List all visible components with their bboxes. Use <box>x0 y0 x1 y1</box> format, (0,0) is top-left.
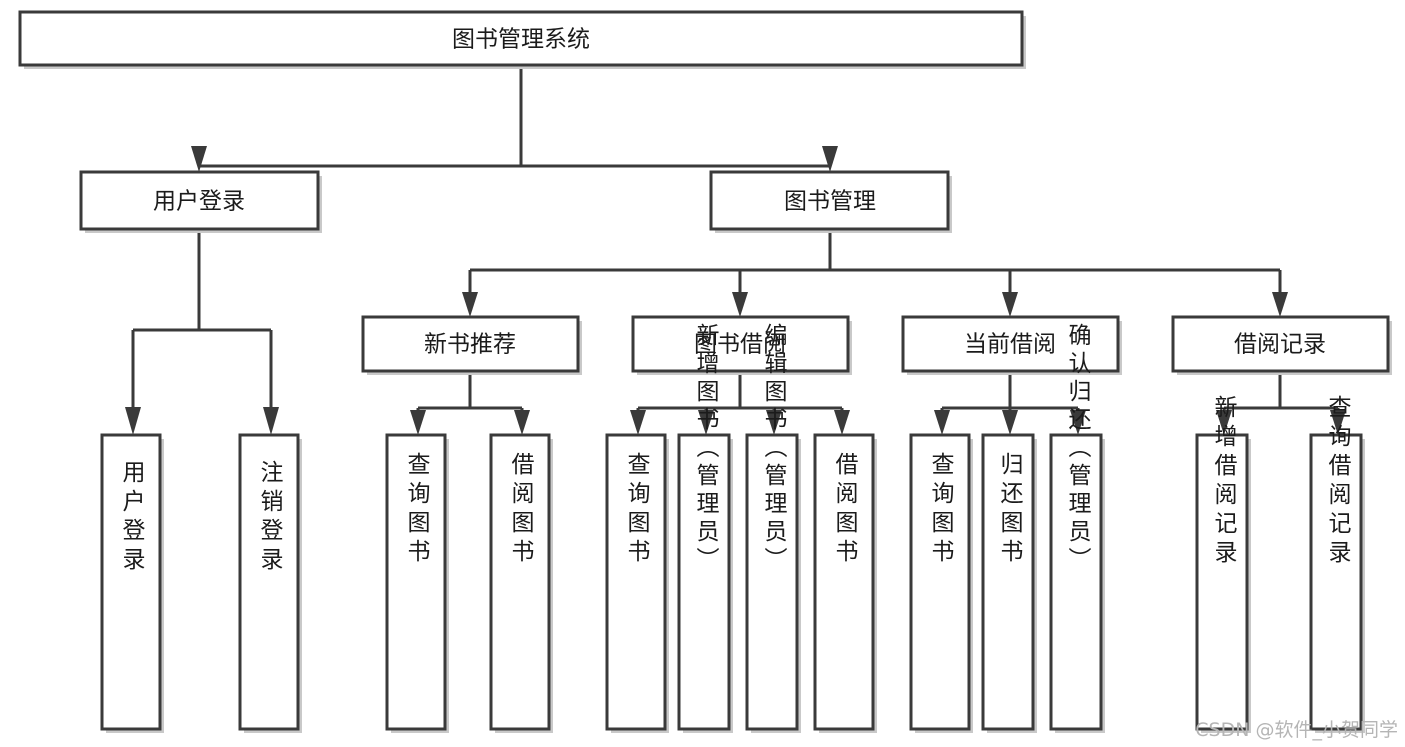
leaf-node-add-book[interactable]: 新增图书（管理员） <box>677 323 733 733</box>
user-login-label: 用户登录 <box>153 189 245 215</box>
leaf-query-book-3-label: 查询图书 <box>927 452 955 568</box>
node-current-borrow[interactable]: 当前借阅 <box>901 315 1122 375</box>
leaf-node-query-record[interactable]: 查询借阅记录 <box>1309 395 1365 733</box>
leaf-add-book-label: 新增图书（管理员） <box>692 323 720 575</box>
root-box[interactable] <box>18 10 1024 67</box>
leaf-query-record-label: 查询借阅记录 <box>1324 395 1352 569</box>
arrow-to-leaf-query-book-3 <box>934 410 950 435</box>
leaf-borrow-book-2-box[interactable] <box>813 433 875 731</box>
leaf-node-edit-book[interactable]: 编辑图书（管理员） <box>745 323 801 733</box>
new-book-recommend-label: 新书推荐 <box>424 332 516 358</box>
arrow-to-leaf-query-book-1 <box>410 410 426 435</box>
leaf-edit-book-label: 编辑图书（管理员） <box>760 323 788 575</box>
leaf-add-record-box[interactable] <box>1195 433 1249 731</box>
leaf-node-query-book-3[interactable]: 查询图书 <box>909 433 973 733</box>
leaf-query-book-3-box[interactable] <box>909 433 971 731</box>
arrow-to-leaf-edit-book <box>766 410 782 435</box>
leaf-query-book-1-box[interactable] <box>385 433 447 731</box>
leaf-borrow-book-1-label: 借阅图书 <box>507 452 535 568</box>
leaf-edit-book-box[interactable] <box>745 433 799 731</box>
arrow-to-new-book-recommend <box>462 292 478 317</box>
node-borrow-record[interactable]: 借阅记录 <box>1171 315 1392 375</box>
arrow-to-book-borrow <box>732 292 748 317</box>
current-borrow-label: 当前借阅 <box>964 332 1056 358</box>
leaf-query-book-2-box[interactable] <box>605 433 667 731</box>
book-borrow-box[interactable] <box>631 315 850 373</box>
leaf-node-borrow-book-2[interactable]: 借阅图书 <box>813 433 877 733</box>
current-borrow-box[interactable] <box>901 315 1120 373</box>
leaf-user-logout-box[interactable] <box>238 433 300 731</box>
leaf-node-confirm-return[interactable]: 确认归还（管理员） <box>1049 323 1105 733</box>
leaf-query-book-1-label: 查询图书 <box>403 452 431 568</box>
leaf-user-logout-label: 注销登录 <box>256 460 284 576</box>
leaf-node-query-book-1[interactable]: 查询图书 <box>385 433 449 733</box>
leaf-borrow-book-1-box[interactable] <box>489 433 551 731</box>
user-login-box[interactable] <box>79 170 320 231</box>
leaf-confirm-return-box[interactable] <box>1049 433 1103 731</box>
leaf-confirm-return-label: 确认归还（管理员） <box>1064 323 1092 575</box>
arrow-to-leaf-borrow-book-1 <box>514 410 530 435</box>
arrow-to-book-management <box>822 146 838 172</box>
connector-layer <box>125 65 1346 435</box>
leaf-node-borrow-book-1[interactable]: 借阅图书 <box>489 433 553 733</box>
leaf-query-book-2-label: 查询图书 <box>623 452 651 568</box>
leaf-user-login-box[interactable] <box>100 433 162 731</box>
arrow-to-leaf-query-record <box>1330 410 1346 435</box>
book-management-box[interactable] <box>709 170 950 231</box>
book-management-label: 图书管理 <box>784 189 876 215</box>
node-book-management[interactable]: 图书管理 <box>709 170 952 233</box>
arrow-to-borrow-record <box>1272 292 1288 317</box>
leaf-add-book-box[interactable] <box>677 433 731 731</box>
arrow-to-leaf-user-logout <box>263 407 279 435</box>
root-label: 图书管理系统 <box>452 27 590 53</box>
leaf-node-user-login[interactable]: 用户登录 <box>100 433 164 733</box>
arrow-to-leaf-confirm-return <box>1070 410 1086 435</box>
arrow-to-user-login <box>191 146 207 172</box>
leaf-add-record-label: 新增借阅记录 <box>1210 395 1238 569</box>
arrow-to-leaf-borrow-book-2 <box>834 410 850 435</box>
leaf-node-add-record[interactable]: 新增借阅记录 <box>1195 395 1251 733</box>
node-book-borrow[interactable]: 图书借阅 <box>631 315 852 375</box>
leaf-node-user-logout[interactable]: 注销登录 <box>238 433 302 733</box>
node-user-login[interactable]: 用户登录 <box>79 170 322 233</box>
leaf-node-return-book[interactable]: 归还图书 <box>981 433 1037 733</box>
borrow-record-box[interactable] <box>1171 315 1390 373</box>
arrow-to-leaf-user-login <box>125 407 141 435</box>
node-new-book-recommend[interactable]: 新书推荐 <box>361 315 582 375</box>
book-borrow-label: 图书借阅 <box>694 332 786 358</box>
leaf-return-book-box[interactable] <box>981 433 1035 731</box>
new-book-recommend-box[interactable] <box>361 315 580 373</box>
arrow-to-leaf-query-book-2 <box>630 410 646 435</box>
leaf-query-record-box[interactable] <box>1309 433 1363 731</box>
arrow-to-leaf-add-record <box>1216 410 1232 435</box>
leaf-return-book-label: 归还图书 <box>996 452 1024 568</box>
leaf-borrow-book-2-label: 借阅图书 <box>831 452 859 568</box>
arrow-to-leaf-return-book <box>1002 410 1018 435</box>
arrow-to-leaf-add-book <box>698 410 714 435</box>
arrow-to-current-borrow <box>1002 292 1018 317</box>
node-root[interactable]: 图书管理系统 <box>18 10 1026 69</box>
borrow-record-label: 借阅记录 <box>1234 332 1326 358</box>
csdn-watermark: CSDN @软件_小贺同学 <box>1195 719 1398 741</box>
leaf-node-query-book-2[interactable]: 查询图书 <box>605 433 669 733</box>
leaf-user-login-label: 用户登录 <box>118 460 146 576</box>
